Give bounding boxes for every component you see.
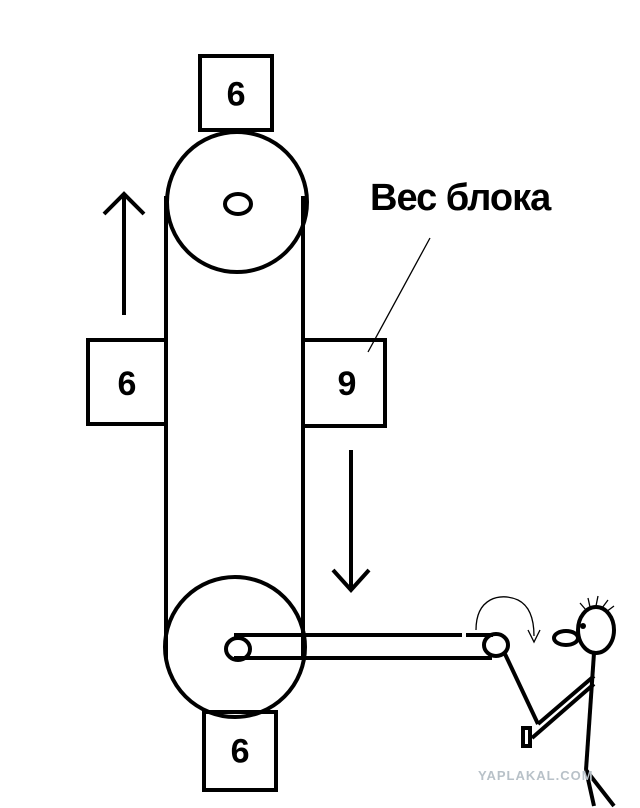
weight-label-left: 6: [118, 365, 137, 403]
belt: [164, 196, 305, 658]
weight-box-left: 6: [86, 338, 168, 426]
watermark: YAPLAKAL.COM: [478, 768, 594, 783]
down-arrow-icon: [331, 450, 371, 593]
weight-box-bottom: 9: [202, 710, 278, 792]
crank-handle: [234, 632, 510, 660]
weight-box-top: 9: [198, 54, 274, 132]
top-pulley: [165, 130, 309, 274]
caption-pointer-line: [367, 237, 431, 353]
rotation-hint-icon: [475, 596, 541, 644]
up-arrow-icon: [102, 191, 146, 315]
stick-figure: [503, 595, 616, 808]
weight-box-right: 9: [301, 338, 387, 428]
bottom-pulley: [163, 575, 307, 719]
weight-label-top: 9: [227, 74, 246, 112]
weight-label-right: 9: [338, 365, 357, 403]
block-weight-caption: Вес блока: [370, 177, 552, 219]
weight-label-bottom: 9: [231, 731, 250, 769]
